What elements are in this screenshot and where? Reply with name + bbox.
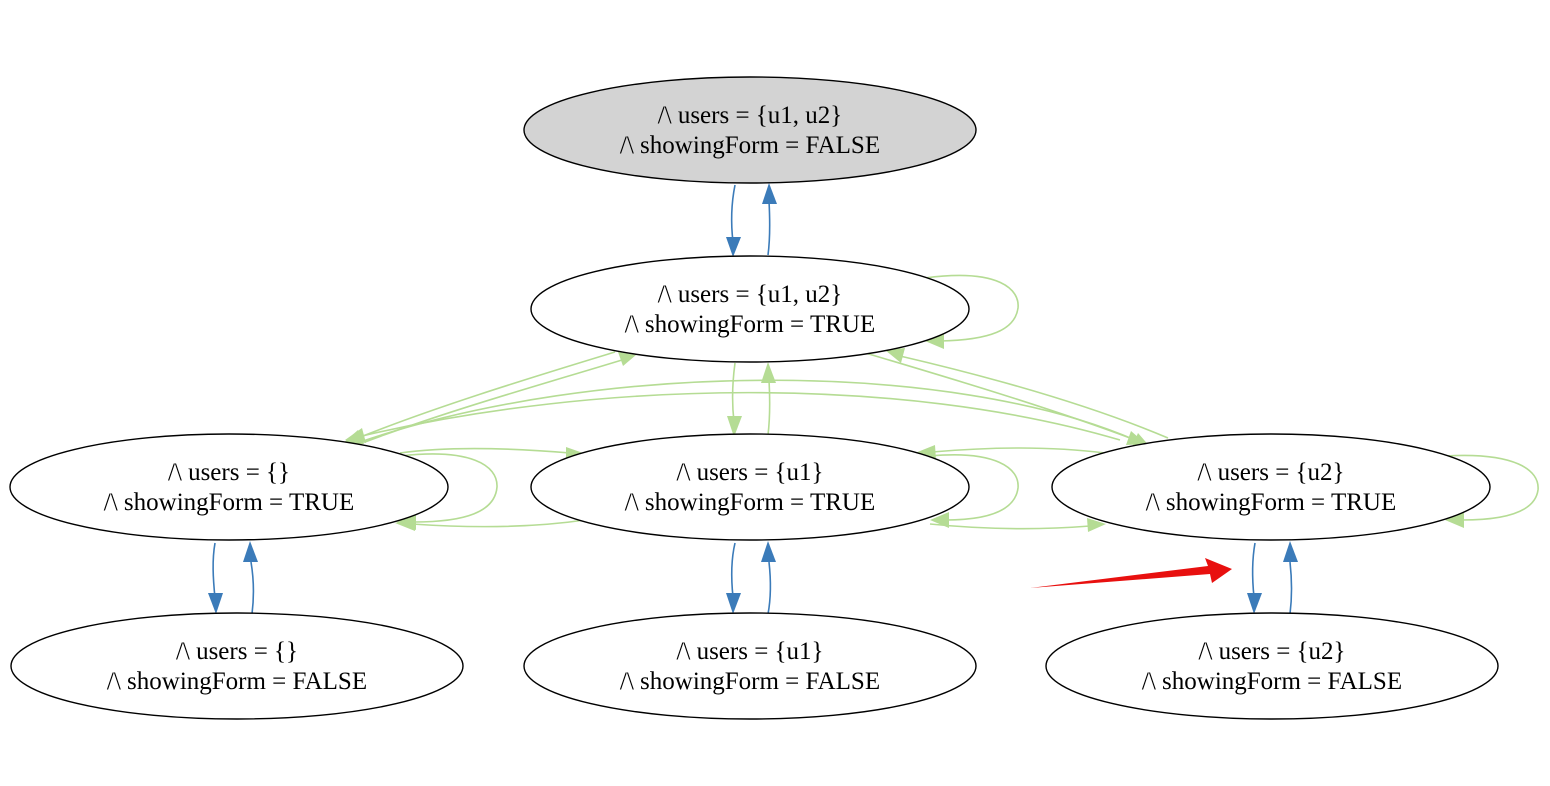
edge-s4-to-s7 (1251, 542, 1256, 598)
node-users-label: /\ users = {} (168, 459, 290, 486)
arrowhead-s1-to-s0 (762, 183, 777, 204)
node-users-label: /\ users = {u1, u2} (658, 281, 843, 308)
state-node[interactable]: /\ users = {} /\ showingForm = TRUE (9, 433, 449, 541)
edge-s4-to-s1 (899, 355, 1169, 439)
edge-s5-to-s2 (250, 561, 255, 615)
state-node[interactable]: /\ users = {} /\ showingForm = FALSE (10, 612, 464, 720)
edge-s3-to-s1 (767, 379, 771, 436)
edge-s3-to-s4 (929, 523, 1091, 530)
node-ellipse (10, 612, 464, 720)
arrowhead-s1-self-loop (925, 333, 944, 349)
arrowhead-s3-self-loop (930, 512, 949, 528)
state-node[interactable]: /\ users = {u2} /\ showingForm = FALSE (1045, 612, 1499, 720)
state-node[interactable]: /\ users = {u1} /\ showingForm = FALSE (523, 612, 977, 720)
edge-s1-to-s2 (357, 351, 616, 439)
edge-s4-self-loop (1444, 454, 1539, 521)
edge-s2-self-loop (399, 453, 498, 523)
node-showing-form-label: /\ showingForm = FALSE (620, 132, 880, 159)
node-users-label: /\ users = {u1} (676, 638, 823, 665)
node-ellipse (1045, 612, 1499, 720)
arrowhead-s5-to-s2 (243, 541, 258, 562)
node-ellipse (1051, 433, 1491, 541)
arrowhead-s4-to-s3 (915, 445, 936, 460)
edge-s2-to-s5 (212, 542, 216, 599)
edge-s2-to-s3 (399, 447, 571, 454)
edge-s7-to-s4 (1289, 561, 1293, 615)
arrowhead-s3-to-s6 (726, 593, 741, 614)
node-users-label: /\ users = {u2} (1197, 459, 1344, 486)
arrowhead-s6-to-s3 (761, 541, 776, 562)
node-ellipse (530, 255, 970, 363)
arrowhead-s3-to-s2 (395, 516, 416, 531)
arrowhead-s3-to-s4 (1087, 518, 1106, 532)
node-showing-form-label: /\ showingForm = TRUE (104, 489, 354, 516)
edge-s4-to-s2 (361, 391, 1121, 441)
node-showing-form-label: /\ showingForm = TRUE (625, 489, 875, 516)
node-ellipse (9, 433, 449, 541)
node-users-label: /\ users = {} (176, 638, 298, 665)
state-node[interactable]: /\ users = {u1} /\ showingForm = TRUE (530, 433, 970, 541)
edge-s2-to-s4 (359, 379, 1136, 443)
node-ellipse (523, 612, 977, 720)
arrowhead-s3-to-s1 (761, 362, 776, 383)
node-users-label: /\ users = {u1} (676, 459, 823, 486)
edge-s1-self-loop (924, 274, 1019, 342)
arrowhead-s4-to-s2 (345, 428, 366, 443)
edge-s3-self-loop (929, 454, 1019, 521)
edge-s1-to-s4 (861, 351, 1131, 439)
node-showing-form-label: /\ showingForm = TRUE (625, 311, 875, 338)
node-ellipse (530, 433, 970, 541)
highlight-arrow (1030, 558, 1232, 588)
node-showing-form-label: /\ showingForm = TRUE (1146, 489, 1396, 516)
node-ellipse (523, 76, 977, 184)
state-node[interactable]: /\ users = {u2} /\ showingForm = TRUE (1051, 433, 1491, 541)
edge-s4-to-s3 (931, 447, 1106, 454)
arrowhead-s0-to-s1 (726, 237, 741, 257)
state-node-initial[interactable]: /\ users = {u1, u2} /\ showingForm = FAL… (523, 76, 977, 184)
edges (208, 183, 1539, 615)
arrowhead-s7-to-s4 (1283, 541, 1298, 562)
edge-s3-to-s6 (730, 542, 736, 598)
node-showing-form-label: /\ showingForm = FALSE (107, 668, 367, 695)
arrowhead-s2-to-s1 (618, 352, 636, 366)
edge-s3-to-s2 (411, 519, 586, 528)
arrowhead-s4-self-loop (1445, 512, 1464, 528)
edge-s0-to-s1 (730, 184, 736, 243)
nodes: /\ users = {u1, u2} /\ showingForm = FAL… (9, 76, 1499, 720)
state-node[interactable]: /\ users = {u1, u2} /\ showingForm = TRU… (530, 255, 970, 363)
arrowhead-s4-to-s7 (1247, 593, 1262, 614)
node-users-label: /\ users = {u1, u2} (658, 102, 843, 129)
node-users-label: /\ users = {u2} (1198, 638, 1345, 665)
arrowhead-s1-to-s3 (727, 416, 742, 437)
arrowhead-s4-to-s1 (885, 348, 905, 363)
edge-s1-to-s0 (767, 200, 771, 256)
node-showing-form-label: /\ showingForm = FALSE (620, 668, 880, 695)
node-showing-form-label: /\ showingForm = FALSE (1142, 668, 1402, 695)
arrowhead-s2-to-s5 (208, 593, 223, 614)
edge-s6-to-s3 (767, 561, 772, 615)
